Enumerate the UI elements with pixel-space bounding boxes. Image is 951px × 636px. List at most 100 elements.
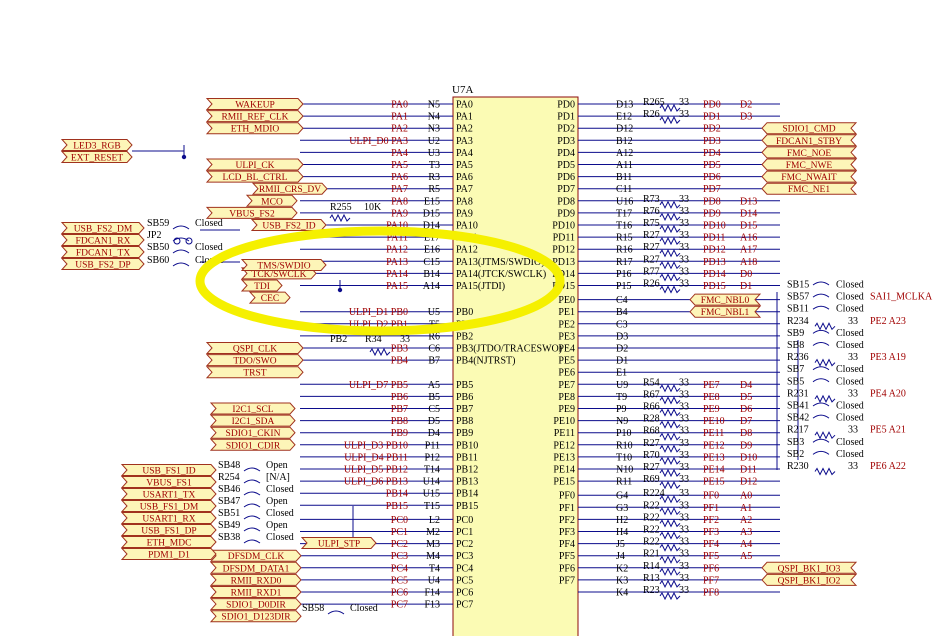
- net-port: [209, 438, 296, 451]
- ball-number: R16: [616, 245, 633, 256]
- right-port: [761, 170, 858, 183]
- solder-bridge: [172, 262, 190, 267]
- bus-dest: D1: [740, 281, 752, 292]
- ball-number: U5: [428, 307, 440, 318]
- net-port-label: TCK/SWCLK: [252, 270, 307, 280]
- bus-dest: D4: [740, 380, 752, 391]
- net-port: [209, 598, 302, 611]
- chip-pin-name: PF4: [559, 539, 575, 550]
- chip-pin-name: PE14: [553, 465, 575, 476]
- net-name: PD7: [703, 184, 721, 195]
- bridge-ref: R254: [218, 472, 240, 483]
- ball-number: T16: [616, 221, 632, 232]
- chip-pin-name: PB5: [456, 380, 473, 391]
- resistor-ref: R66: [643, 402, 660, 413]
- net-name: PD4: [703, 148, 721, 159]
- net-name: PD10: [703, 221, 726, 232]
- resistor-value: 33: [679, 194, 689, 205]
- ball-number: J4: [616, 551, 625, 562]
- ball-number: N3: [428, 124, 440, 135]
- net-name: PC1: [391, 527, 408, 538]
- bus-dest: A18: [740, 257, 757, 268]
- resistor-symbol: [659, 236, 681, 246]
- ball-number: N4: [428, 112, 440, 123]
- ball-number: B11: [616, 172, 632, 183]
- net-name: PF5: [703, 551, 719, 562]
- net-name: PA1: [391, 112, 408, 123]
- resistor-ref: R75: [643, 218, 660, 229]
- resistor-symbol: [369, 347, 391, 357]
- ball-number: T10: [616, 452, 632, 463]
- net-port: [205, 110, 304, 123]
- net-name: PA4: [391, 148, 408, 159]
- net-port: [209, 561, 302, 574]
- bridge-ref: SB59: [147, 218, 169, 229]
- net-port-label: MCO: [261, 197, 283, 207]
- ball-number: D3: [616, 331, 628, 342]
- left-port-label: TMS/SWDIO: [257, 262, 310, 272]
- bus-dest: D2: [740, 100, 752, 111]
- bridge-net: PE5 A21: [870, 425, 906, 436]
- ball-number: K2: [616, 563, 628, 574]
- resistor-value: 10K: [364, 202, 382, 213]
- bus-dest: D5: [740, 392, 752, 403]
- resistor-ref: R22: [643, 500, 660, 511]
- left-port: [120, 500, 217, 512]
- bridge-state: Closed: [836, 340, 864, 351]
- net-port: [209, 573, 302, 586]
- net-port: [251, 182, 328, 195]
- resistor-ref: R13: [643, 573, 660, 584]
- bus-dest: D7: [740, 416, 752, 427]
- ball-number: C3: [616, 319, 628, 330]
- resistor-value: 33: [679, 474, 689, 485]
- ball-number: J5: [616, 539, 625, 550]
- bridge-ref: SB38: [218, 532, 240, 543]
- jumper-pin: [185, 237, 193, 245]
- net-port-label: DFSDM_DATA1: [223, 564, 290, 574]
- chip-pin-name: PE7: [558, 380, 575, 391]
- chip-pin-name: PB14: [456, 489, 478, 500]
- chip-pin-name: PE3: [558, 331, 575, 342]
- bridge-state: Closed: [195, 242, 223, 253]
- chip-pin-name: PD14: [552, 269, 575, 280]
- ball-number: D5: [428, 416, 440, 427]
- chip-pin-name: PD12: [552, 245, 575, 256]
- resistor-ref: R67: [643, 389, 660, 400]
- ball-number: R10: [616, 440, 633, 451]
- net-name: PF2: [703, 515, 719, 526]
- left-port-label: USART1_RX: [142, 515, 195, 525]
- ball-number: T17: [616, 208, 632, 219]
- net-port: [209, 586, 302, 598]
- resistor-value: 33: [679, 537, 689, 548]
- ball-number: P12: [424, 452, 440, 463]
- net-name: ULPI_D6 PB13: [344, 477, 408, 488]
- ball-number: P15: [616, 281, 632, 292]
- resistor-symbol: [659, 103, 681, 113]
- net-port: [209, 402, 296, 415]
- ball-number: D2: [616, 344, 628, 355]
- net-name: PB8: [391, 416, 408, 427]
- resistor-symbol: [659, 273, 681, 282]
- solder-bridge: [812, 293, 830, 298]
- net-port: [205, 158, 304, 171]
- bridge-ref: R230: [787, 461, 809, 472]
- net-name: PD1: [703, 112, 721, 123]
- left-port: [60, 246, 145, 258]
- ball-number: H2: [616, 515, 628, 526]
- bus-dest: D9: [740, 440, 752, 451]
- left-port-label: EXT_RESET: [71, 154, 123, 164]
- bus-dest: D6: [740, 404, 752, 415]
- resistor-ref: R27: [643, 462, 660, 473]
- ball-number: U4: [428, 575, 440, 586]
- resistor-value: 33: [848, 461, 858, 472]
- chip-pin-name: PE13: [553, 452, 575, 463]
- chip-pin-name: PE0: [558, 295, 575, 306]
- bridge-ref: SB41: [787, 401, 809, 412]
- chip-pin-name: PF1: [559, 503, 575, 514]
- net-name: PE9: [703, 404, 720, 415]
- chip-pin-name: PE11: [554, 428, 575, 439]
- bus-dest: A2: [740, 515, 752, 526]
- ball-number: K4: [616, 588, 628, 599]
- solder-bridge: [243, 527, 261, 532]
- left-port: [120, 464, 217, 476]
